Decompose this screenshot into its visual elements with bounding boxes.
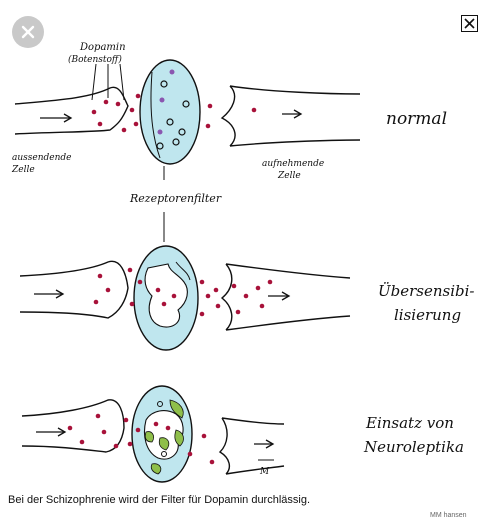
- close-icon: [21, 25, 35, 39]
- image-caption: Bei der Schizophrenie wird der Filter fü…: [8, 494, 311, 506]
- label-botenstoff: (Botenstoff): [68, 54, 122, 65]
- sending-cell: [19, 260, 129, 319]
- filter-hole: [144, 263, 188, 328]
- arrow-icon: [57, 427, 67, 437]
- label-receiving-cell: aufnehmende: [262, 159, 324, 169]
- filter-line: [150, 71, 161, 159]
- label-dopamin: Dopamin: [79, 42, 126, 53]
- vesicles: [156, 80, 190, 150]
- row-neuroleptika: M: [21, 385, 285, 483]
- receptor-filter: [139, 59, 201, 165]
- receiving-cell: [218, 417, 285, 475]
- label-normal: normal: [386, 109, 447, 129]
- label-sending-cell-2: Zelle: [11, 165, 35, 175]
- image-credit: MM hansen: [430, 512, 467, 519]
- dopamine-dots: [93, 267, 273, 317]
- synapse-illustration: Dopamin (Botenstoff) aussendende Zelle a…: [11, 42, 475, 483]
- close-box-icon: [464, 18, 475, 29]
- dopamine-dots: [91, 93, 257, 133]
- neuroleptika-blockers: [144, 399, 184, 475]
- dopamine-dots: [67, 413, 215, 465]
- receptors: [157, 69, 175, 135]
- row-normal: [14, 59, 361, 165]
- arrow-icon: [293, 109, 303, 119]
- close-box-button[interactable]: [461, 15, 478, 32]
- sending-cell: [21, 399, 125, 453]
- label-pill: M: [259, 467, 270, 477]
- row-uebersensibilisierung: [19, 245, 351, 351]
- arrow-icon: [265, 439, 275, 449]
- receiving-cell: [220, 263, 351, 331]
- label-rezeptorenfilter: Rezeptorenfilter: [129, 192, 222, 205]
- arrow-icon: [281, 291, 291, 301]
- vesicles: [157, 401, 167, 457]
- label-uebersensibilisierung-1: Übersensibi-: [378, 282, 475, 300]
- label-receiving-cell-2: Zelle: [277, 171, 301, 181]
- label-neuroleptika: Neuroleptika: [363, 438, 464, 456]
- pointer-line: [91, 63, 97, 101]
- arrow-icon: [63, 113, 73, 123]
- arrow-icon: [55, 289, 65, 299]
- filter-line: [175, 261, 191, 281]
- label-sending-cell: aussendende: [12, 153, 72, 163]
- pointer-line: [119, 63, 125, 101]
- label-uebersensibilisierung-2: lisierung: [394, 306, 461, 324]
- close-button[interactable]: [12, 16, 44, 48]
- receiving-cell: [220, 85, 361, 147]
- sending-cell: [14, 86, 129, 135]
- label-einsatz: Einsatz von: [365, 414, 454, 432]
